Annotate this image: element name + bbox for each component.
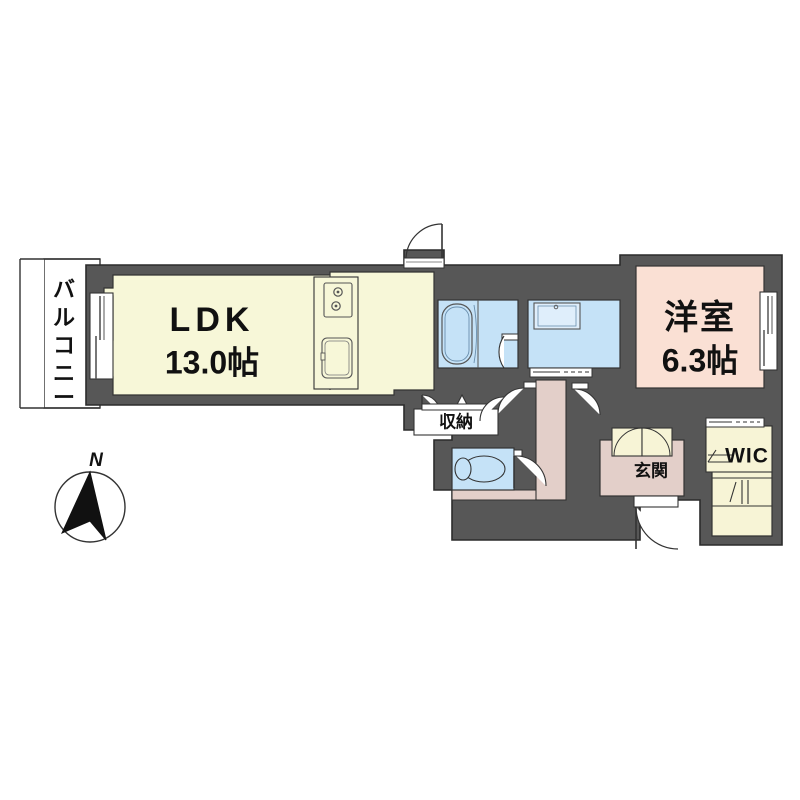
toilet-door-swing	[515, 455, 547, 487]
balcony-margin	[20, 259, 44, 408]
shoe-cabinet-swing-right	[641, 427, 671, 457]
balcony-char-2: ル	[53, 305, 75, 330]
bathroom-door-swing	[498, 335, 505, 369]
vanity-basin-inner	[537, 305, 577, 327]
room-entrance	[599, 427, 685, 550]
balcony-char-3: コ	[53, 333, 75, 358]
bathroom-door-opening	[501, 333, 519, 341]
toilet-door-opening	[513, 449, 523, 457]
vanity-sink-icon	[533, 302, 581, 330]
room-ldk	[103, 271, 435, 396]
window-frame-left	[89, 292, 114, 380]
compass-north-label: N	[89, 450, 104, 471]
room-walk-in-closet	[705, 417, 773, 537]
ldk-label: LDK	[170, 301, 255, 339]
balcony-char-1: バ	[53, 277, 75, 302]
toilet-tank-icon	[454, 457, 472, 481]
stove-burner-icon	[333, 287, 343, 297]
wic-label: WIC	[725, 445, 769, 468]
ldk-top-door	[403, 223, 445, 269]
entrance-label: 玄関	[634, 460, 668, 480]
ldk-size-label: 13.0帖	[165, 344, 259, 380]
balcony-char-5: ー	[53, 385, 75, 410]
shoe-cabinet-swing-left	[613, 427, 643, 457]
kitchen-stove-icon	[323, 282, 353, 318]
washroom-sliding-door	[529, 367, 593, 378]
hallway-ldk-door-opening	[523, 381, 537, 389]
bedroom-door-swing	[573, 388, 601, 416]
kitchen-sink-icon	[321, 337, 353, 379]
bedroom-size-label: 6.3帖	[662, 342, 739, 378]
wic-door-opening	[705, 417, 765, 428]
stove-burner-icon-2	[331, 301, 341, 311]
bathtub-icon	[441, 303, 473, 365]
vanity-faucet-icon	[553, 304, 559, 310]
ldk-door-swing-arc	[405, 223, 443, 259]
balcony-char-4: ニ	[53, 361, 75, 386]
ldk-door-opening	[403, 257, 445, 269]
room-washroom	[527, 299, 621, 378]
wic-hanger-hook	[707, 449, 717, 463]
room-toilet	[451, 447, 547, 491]
shoe-cabinet-right	[641, 427, 673, 457]
bathtub-inner	[444, 306, 470, 362]
bathtub-edge-curve	[473, 304, 477, 364]
front-door-opening	[633, 495, 679, 508]
ldk-floor	[103, 271, 435, 396]
bedroom-label: 洋室	[664, 298, 736, 337]
compass-rose: N	[54, 450, 126, 543]
stove-burner-center-icon	[336, 290, 340, 294]
room-bedroom	[571, 265, 778, 416]
kitchen-counter	[313, 276, 359, 390]
storage-label: 収納	[439, 411, 473, 431]
room-bathroom	[437, 299, 519, 369]
bedroom-door-opening	[571, 382, 589, 390]
hallway-corridor	[535, 379, 567, 501]
ldk-balcony-window	[89, 292, 114, 380]
compass-needle-icon	[61, 470, 107, 541]
room-storage	[413, 393, 505, 436]
kitchen-faucet-icon	[320, 352, 326, 361]
wic-hanger-mark-1	[729, 481, 737, 503]
stove-burner-center-icon-2	[334, 304, 338, 308]
storage-right-door-swing	[479, 396, 505, 422]
bedroom-floor	[635, 265, 765, 389]
balcony-label: バ ル コ ニ ー	[53, 277, 75, 410]
storage-threshold	[421, 403, 489, 411]
